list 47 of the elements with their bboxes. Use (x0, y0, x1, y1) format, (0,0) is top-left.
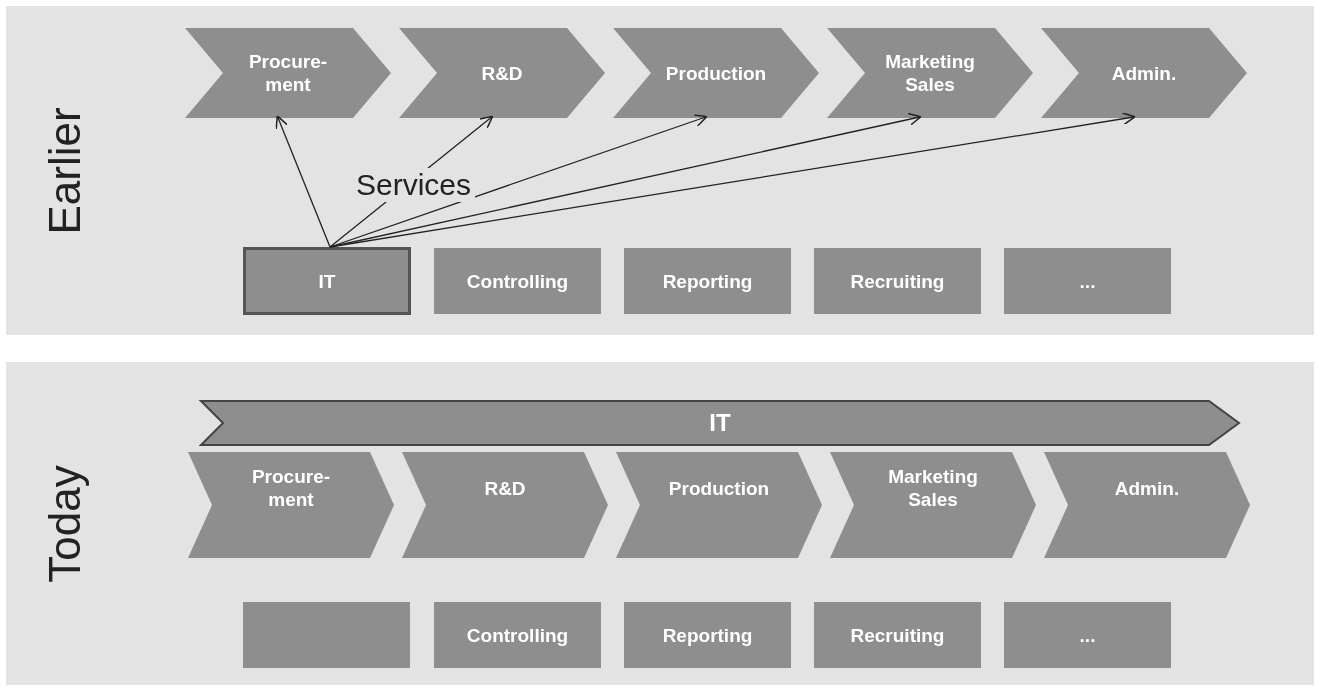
box-label: Reporting (662, 623, 753, 647)
process-step (613, 28, 819, 118)
step-label: Marketing Sales (884, 50, 976, 96)
section-band (6, 6, 1314, 335)
step-label: R&D (483, 476, 527, 500)
section-label: Today (39, 464, 90, 583)
function-box (624, 248, 791, 314)
process-step (185, 28, 391, 118)
process-step (830, 452, 1036, 558)
box-label: Controlling (466, 269, 569, 293)
process-step (1044, 452, 1250, 558)
process-step (1041, 28, 1247, 118)
section-label: Earlier (39, 106, 90, 235)
function-box (434, 602, 601, 668)
step-label: Admin. (1113, 476, 1181, 500)
arrow-label: IT (708, 410, 732, 436)
box-label: IT (318, 269, 336, 293)
function-box (624, 602, 791, 668)
step-label: R&D (480, 61, 524, 85)
process-step (827, 28, 1033, 118)
step-label: Admin. (1110, 61, 1178, 85)
step-label: Procure- ment (250, 465, 332, 511)
box-label: Recruiting (850, 269, 945, 293)
box-label: Reporting (662, 269, 753, 293)
function-box (1004, 602, 1171, 668)
box-label: Controlling (466, 623, 569, 647)
step-label: Marketing Sales (887, 465, 979, 511)
process-step (616, 452, 822, 558)
step-label: Production (667, 476, 771, 500)
box-label: ... (1079, 623, 1096, 647)
step-label: Procure- ment (247, 50, 329, 96)
function-box (434, 248, 601, 314)
box-label: Recruiting (850, 623, 945, 647)
process-step (399, 28, 605, 118)
box-label: ... (1079, 269, 1096, 293)
arrow (329, 114, 708, 248)
function-box (243, 247, 411, 315)
process-step (402, 452, 608, 558)
function-box (243, 602, 410, 668)
step-label: Production (664, 61, 768, 85)
section-band (6, 362, 1314, 685)
arrow (275, 115, 331, 248)
function-box (814, 602, 981, 668)
arrow (329, 112, 1136, 248)
function-box (814, 248, 981, 314)
process-step (188, 452, 394, 558)
function-box (1004, 248, 1171, 314)
